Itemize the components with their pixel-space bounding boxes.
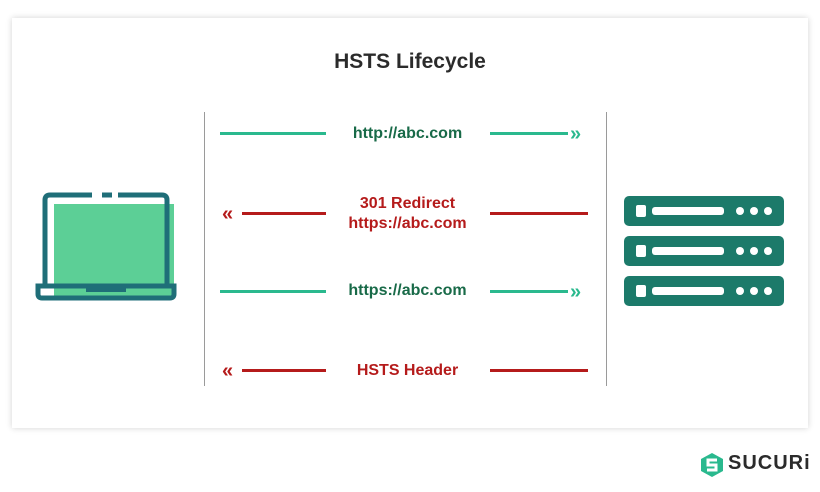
arrow-line-left-segment: [242, 369, 326, 372]
brand-name: SUCURi: [728, 452, 811, 474]
chevron-right-icon: »: [570, 123, 582, 145]
chevron-left-icon: «: [222, 203, 234, 225]
arrow-line-left-segment: [220, 290, 326, 293]
message-label-line-1: 301 Redirect: [359, 195, 456, 212]
chevron-right-icon: »: [570, 281, 582, 303]
laptop-icon: [35, 192, 177, 301]
arrow-line-right-segment: [490, 290, 568, 293]
arrow-line-right-segment: [490, 369, 588, 372]
diagram-title: HSTS Lifecycle: [334, 50, 486, 73]
server-rack-icon: [624, 196, 784, 306]
arrow-line-right-segment: [490, 132, 568, 135]
message-label: http://abc.com: [352, 125, 463, 142]
arrow-line-left-segment: [220, 132, 326, 135]
chevron-left-icon: «: [222, 360, 234, 382]
arrow-line-right-segment: [490, 212, 588, 215]
arrow-line-left-segment: [242, 212, 326, 215]
message-label: HSTS Header: [356, 362, 459, 379]
message-label-line-2: https://abc.com: [348, 215, 467, 232]
message-label: https://abc.com: [348, 282, 467, 299]
server-lifeline: [606, 112, 607, 386]
client-lifeline: [204, 112, 205, 386]
sucuri-logo-icon: [701, 453, 723, 477]
